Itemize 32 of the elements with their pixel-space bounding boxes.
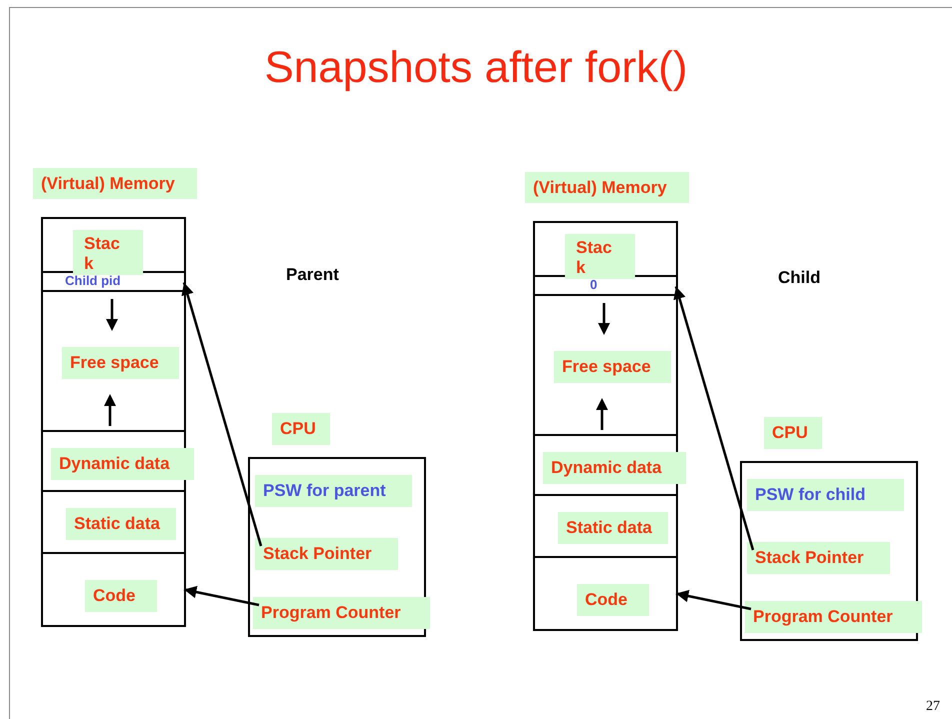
segment-label: Free space [554,351,671,383]
register-label: PSW for child [747,479,904,511]
register-label: PSW for parent [255,475,412,507]
segment-label: Dynamic data [51,448,194,480]
register-label: Program Counter [253,597,430,629]
register-label: Stack Pointer [747,542,890,574]
memory-segment [535,277,676,296]
side-label: Child [778,267,820,289]
memory-segment [43,273,184,292]
register-label: Stack Pointer [255,538,398,570]
heading-label: (Virtual) Memory [525,172,689,203]
arrow [184,586,260,606]
segment-label: Stack [73,230,143,275]
segment-value: Child pid [65,273,121,289]
arrow [182,282,262,546]
heading-label: CPU [272,413,330,445]
title: Snapshots after fork() [263,42,689,94]
side-label: Parent [286,264,339,286]
arrow [676,590,752,610]
heading-label: CPU [764,417,822,449]
segment-label: Static data [558,512,668,544]
page-number: 27 [926,698,940,716]
segment-label: Free space [62,347,179,379]
segment-value: 0 [590,277,598,293]
segment-label: Dynamic data [543,452,686,484]
segment-label: Stack [565,234,635,279]
segment-label: Static data [66,508,176,540]
heading-label: (Virtual) Memory [33,168,197,199]
segment-label: Code [577,584,649,616]
register-label: Program Counter [745,601,922,633]
segment-label: Code [85,580,157,612]
arrow [674,286,754,550]
